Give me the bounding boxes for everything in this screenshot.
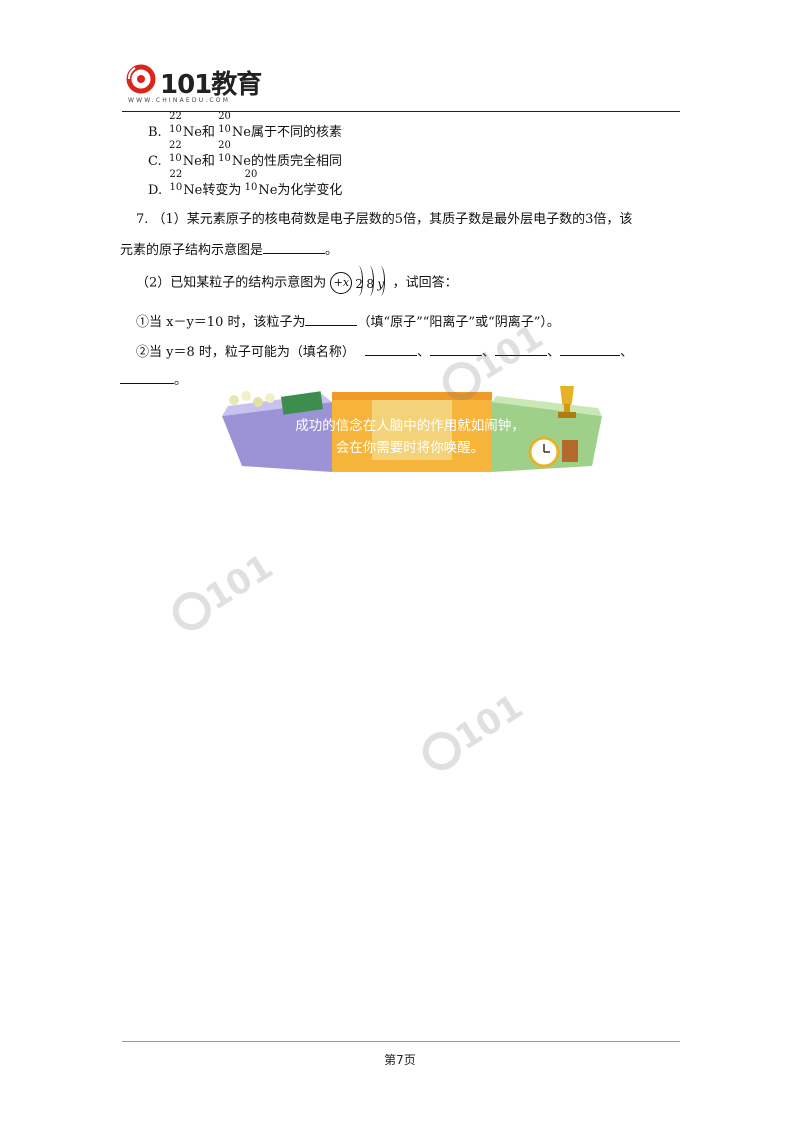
page-number: 第7页 bbox=[384, 1053, 416, 1067]
q7-part2: （2）已知某粒子的结构示意图为 +x 2 8 y ，试回答： bbox=[136, 266, 458, 296]
q7-sub2: ②当 y＝8 时，粒子可能为（填名称） 、、、、 bbox=[136, 343, 634, 360]
answer-blank bbox=[430, 343, 483, 356]
logo-mark bbox=[126, 64, 156, 94]
svg-text:101: 101 bbox=[199, 547, 280, 619]
header-divider bbox=[122, 111, 680, 112]
answer-blank bbox=[495, 343, 548, 356]
svg-text:101: 101 bbox=[469, 317, 550, 389]
logo-text: 101教育 bbox=[160, 70, 262, 100]
q7-part1-line1: 7. （1）某元素原子的核电荷数是电子层数的5倍，其质子数是最外层电子数的3倍，… bbox=[136, 212, 633, 227]
banner-quote: 成功的信念在人脑中的作用就如闹钟， 会在你需要时将你唤醒。 bbox=[295, 418, 525, 456]
q7-sub1: ①当 x－y＝10 时，该粒子为（填“原子”“阳离子”或“阴离子”）。 bbox=[136, 313, 560, 330]
q7-sub2-cont: 。 bbox=[120, 371, 187, 389]
answer-blank bbox=[305, 313, 358, 326]
q7-part1-line2: 元素的原子结构示意图是。 bbox=[120, 241, 339, 258]
watermark-logo: 101 bbox=[442, 317, 550, 400]
flowers-icon bbox=[229, 391, 324, 415]
watermark-logo: 101 bbox=[172, 547, 280, 630]
watermark-logo: 101 bbox=[422, 687, 530, 770]
answer-blank bbox=[120, 371, 174, 384]
svg-text:101: 101 bbox=[449, 687, 530, 759]
footer-divider bbox=[122, 1041, 680, 1042]
logo-url: WWW.CHINAEDU.COM bbox=[128, 97, 231, 104]
answer-blank bbox=[263, 241, 326, 254]
trophy-icon bbox=[558, 386, 576, 418]
answer-blank bbox=[560, 343, 621, 356]
particle-structure-diagram: +x 2 8 y bbox=[330, 266, 388, 296]
alarm-clock-icon bbox=[528, 436, 578, 468]
motivational-banner-graphic bbox=[222, 386, 602, 472]
answer-blank bbox=[365, 343, 418, 356]
